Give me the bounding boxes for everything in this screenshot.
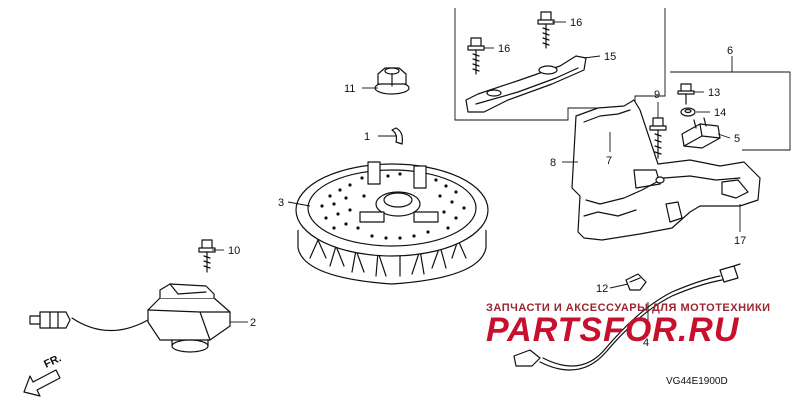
- part-9-bolt: [649, 117, 667, 159]
- part-12-clip: [625, 273, 647, 291]
- callout-10: 10: [228, 245, 240, 257]
- callout-12: 12: [596, 283, 608, 295]
- callout-11: 11: [344, 83, 355, 95]
- callout-14: 14: [714, 107, 726, 119]
- callout-15: 15: [604, 51, 616, 63]
- watermark-brand-logo: PARTSFOR.RU: [486, 311, 740, 349]
- front-arrow-label: FR.: [42, 352, 63, 370]
- group-frame-6: [670, 71, 791, 151]
- part-1-key: [391, 127, 403, 145]
- watermark-caption: ЗАПЧАСТИ И АКСЕССУАРЫ ДЛЯ МОТОТЕХНИКИ: [486, 302, 771, 314]
- callout-16-upper: 16: [570, 17, 582, 29]
- callout-8: 8: [550, 157, 556, 169]
- part-16-bolt-lower: [467, 37, 485, 75]
- part-14-washer: [680, 107, 696, 117]
- part-15-bracket: [465, 55, 587, 113]
- part-17-lever-plate: [571, 99, 761, 241]
- callout-7: 7: [606, 155, 612, 167]
- callout-13: 13: [708, 87, 720, 99]
- part-10-bolt: [198, 239, 216, 273]
- callout-17: 17: [734, 235, 746, 247]
- drawing-code: VG44E1900D: [666, 376, 728, 387]
- part-4-stop-wire: [513, 263, 741, 371]
- callout-1: 1: [364, 131, 370, 143]
- callout-3: 3: [278, 197, 284, 209]
- callout-4: 4: [643, 337, 649, 349]
- part-16-bolt-upper: [537, 11, 555, 49]
- part-5-switch: [681, 117, 721, 149]
- leader-lines: [212, 21, 741, 334]
- watermark: ЗАПЧАСТИ И АКСЕССУАРЫ ДЛЯ МОТОТЕХНИКИ PA…: [486, 302, 786, 348]
- callout-5: 5: [734, 133, 740, 145]
- part-2-ignition-coil: [29, 283, 231, 353]
- part-3-flywheel: [295, 161, 489, 285]
- callout-9: 9: [654, 89, 660, 101]
- part-11-flange-nut: [374, 67, 410, 95]
- callout-2: 2: [250, 317, 256, 329]
- part-13-screw: [677, 83, 695, 105]
- callout-6: 6: [727, 45, 733, 57]
- front-direction-arrow: FR.: [23, 352, 63, 397]
- callout-16-lower: 16: [498, 43, 510, 55]
